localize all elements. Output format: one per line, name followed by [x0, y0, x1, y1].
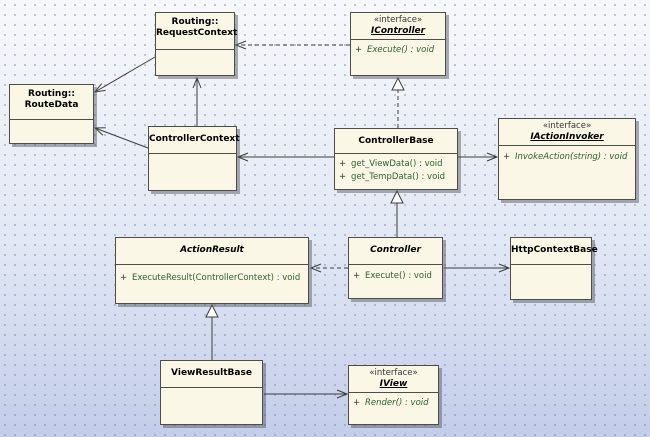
association-requestcontext-routedata — [95, 56, 156, 92]
class-view-result-base: ViewResultBase — [160, 360, 263, 425]
interface-icontroller: «interface» IController +Execute() : voi… — [350, 12, 446, 76]
interface-iaction-invoker: «interface» IActionInvoker +InvokeAction… — [498, 118, 636, 200]
operation-execute: +Execute() : void — [355, 45, 435, 55]
class-name: IController — [370, 26, 426, 36]
association-controllercontext-routedata — [95, 128, 149, 149]
class-name: IActionInvoker — [530, 132, 604, 142]
operation-execute: +Execute() : void — [353, 271, 432, 281]
class-name: RequestContext — [156, 28, 238, 38]
class-name: IView — [379, 379, 408, 389]
stereotype-label: «interface» — [542, 121, 592, 131]
class-name: ActionResult — [180, 245, 244, 255]
class-name: ViewResultBase — [171, 368, 252, 378]
class-http-context-base: HttpContextBase — [510, 237, 598, 300]
class-controller-base: ControllerBase +get_ViewData() : void +g… — [334, 128, 458, 190]
class-controller: Controller +Execute() : void — [348, 237, 443, 299]
operation-render: +Render() : void — [353, 398, 429, 408]
interface-iview: «interface» IView +Render() : void — [348, 365, 439, 425]
operation-execute-result: +ExecuteResult(ControllerContext) : void — [120, 273, 301, 283]
operation-get-viewdata: +get_ViewData() : void — [339, 159, 443, 169]
class-request-context: Routing:: RequestContext — [155, 12, 238, 76]
class-route-data: Routing:: RouteData — [9, 84, 94, 144]
class-action-result: ActionResult +ExecuteResult(ControllerCo… — [115, 237, 309, 304]
operation-get-tempdata: +get_TempData() : void — [339, 172, 446, 182]
class-name: ControllerBase — [358, 136, 434, 146]
stereotype-label: «interface» — [373, 15, 423, 25]
class-controller-context: ControllerContext — [148, 126, 240, 191]
class-name: RouteData — [24, 100, 79, 110]
class-namespace: Routing:: — [28, 89, 75, 99]
stereotype-label: «interface» — [369, 368, 418, 378]
class-name: ControllerContext — [149, 134, 240, 144]
operation-invoke-action: +InvokeAction(string) : void — [503, 152, 628, 162]
class-name: Controller — [370, 245, 421, 255]
class-name: HttpContextBase — [511, 245, 598, 255]
class-namespace: Routing:: — [171, 17, 219, 27]
